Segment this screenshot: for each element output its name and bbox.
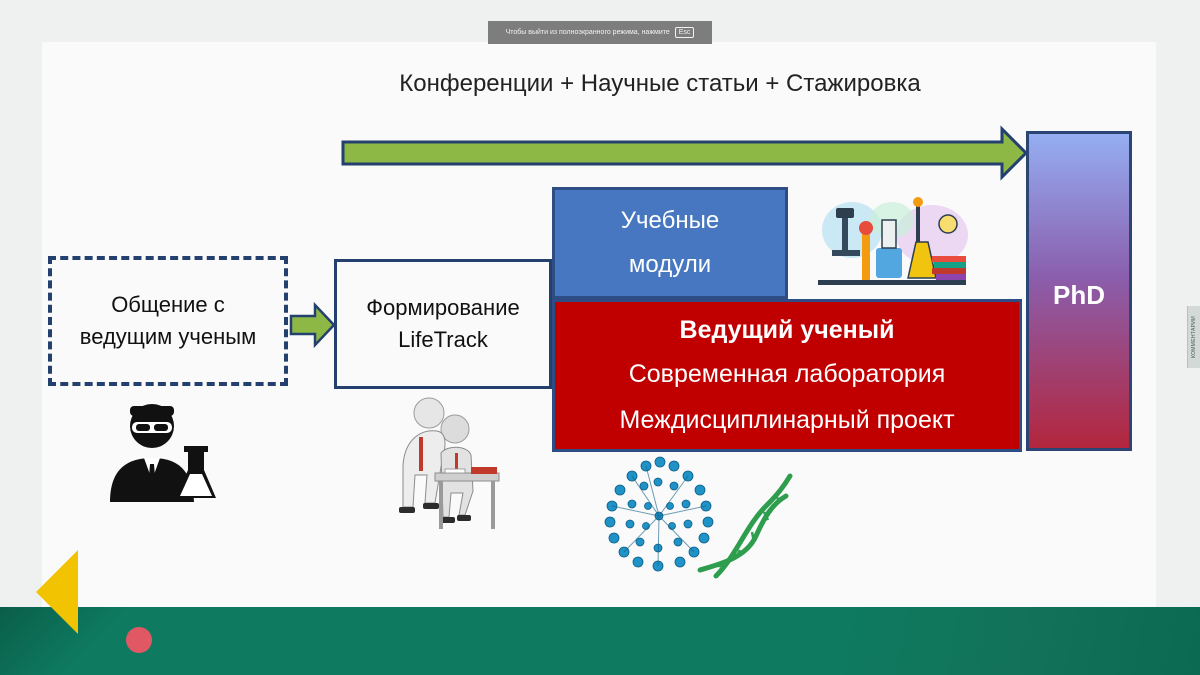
long-progress-arrow [341, 125, 1029, 181]
lead-scientist-box: Ведущий ученый Современная лаборатория М… [552, 299, 1022, 452]
esc-key-badge: Esc [674, 27, 695, 38]
students-at-desk-illustration [399, 397, 500, 529]
communication-line-1: Общение с [111, 292, 225, 317]
comments-tab-label: КОММЕНТАРИИ [1191, 315, 1198, 359]
previous-slide-button[interactable] [36, 550, 78, 634]
modules-line-1: Учебные [620, 207, 720, 234]
lifetrack-line-2: LifeTrack [398, 327, 488, 352]
modules-box: Учебные модули [552, 187, 788, 299]
lifetrack-line-1: Формирование [366, 295, 520, 320]
phd-label: PhD [1053, 280, 1105, 310]
communication-line-2: ведущим ученым [79, 324, 257, 349]
small-green-arrow [289, 302, 336, 348]
lead-line-2: Междисциплинарный проект [619, 405, 955, 434]
phd-column: PhD [1026, 131, 1132, 451]
scientist-silhouette-icon [110, 404, 216, 502]
nanotube-dna-illustration [604, 456, 793, 579]
record-dot-button[interactable] [126, 627, 152, 653]
modules-line-2: модули [628, 251, 712, 278]
lead-title: Ведущий ученый [679, 315, 895, 344]
communication-box: Общение с ведущим ученым [48, 256, 288, 386]
footer-stripe-right [840, 607, 1200, 675]
laboratory-equipment-illustration [818, 197, 968, 285]
comments-side-tab[interactable]: КОММЕНТАРИИ [1187, 306, 1200, 368]
slide-top-caption: Конференции + Научные статьи + Стажировк… [399, 70, 921, 97]
fullscreen-hint-text: Чтобы выйти из полноэкранного режима, на… [505, 29, 670, 36]
fullscreen-exit-hint: Чтобы выйти из полноэкранного режима, на… [488, 21, 712, 44]
lifetrack-box: Формирование LifeTrack [334, 259, 552, 389]
lead-line-1: Современная лаборатория [628, 359, 946, 388]
